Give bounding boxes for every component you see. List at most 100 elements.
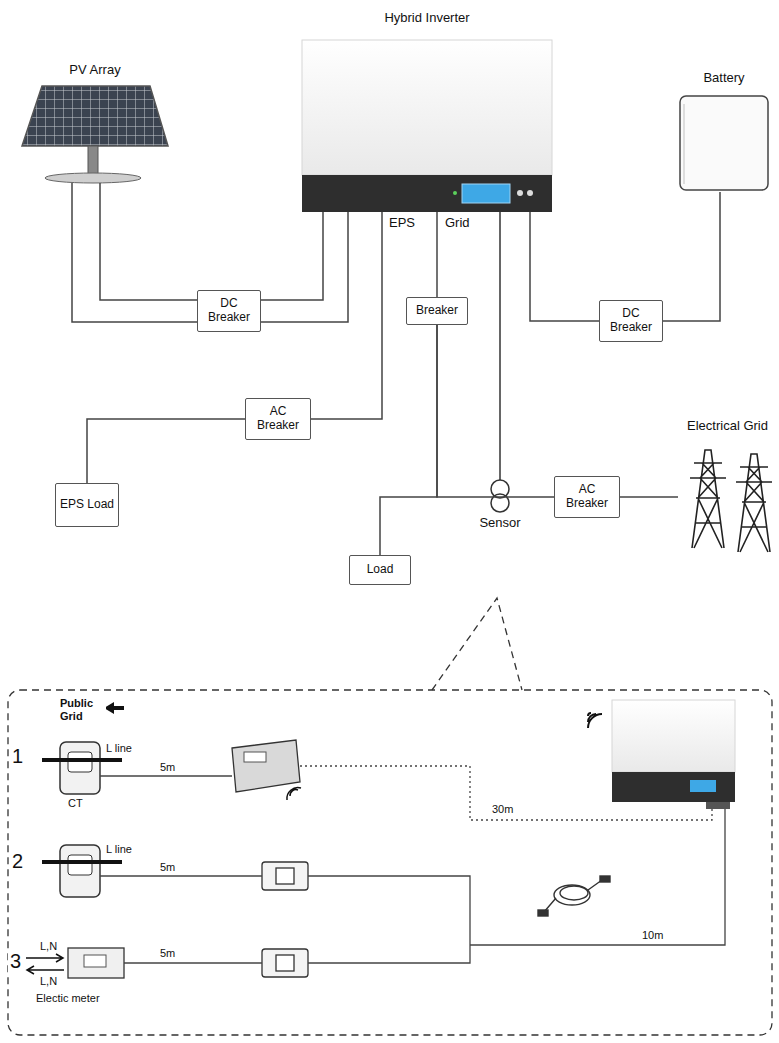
pv-panel (45, 173, 141, 183)
inset-inverter (706, 802, 730, 809)
meter-wire (124, 962, 262, 963)
zoom-bracket (8, 598, 772, 1035)
battery-pack (680, 96, 768, 190)
wire-label: L line (104, 742, 134, 755)
pylon-symbol (690, 450, 772, 552)
cable-length: 5m (158, 861, 177, 874)
pv-wire (260, 212, 348, 322)
wire-connector (663, 192, 720, 321)
callout-number: 1 (10, 745, 25, 768)
current-sensor (491, 480, 509, 498)
wire-connector (87, 419, 245, 483)
wire-connector (261, 212, 323, 300)
energy-meter (26, 954, 64, 974)
ct-clamp (42, 742, 122, 897)
ct-clamp (60, 845, 100, 897)
node-text: AC Breaker (558, 483, 616, 511)
cable-coil (600, 876, 610, 882)
wire-connector (620, 496, 678, 498)
device-label: CT (66, 797, 85, 810)
wireless-meter (232, 740, 301, 800)
pv-panel (22, 86, 168, 146)
cable-coil (538, 910, 548, 916)
wire-connector (380, 325, 437, 555)
zoom-bracket (8, 690, 772, 1035)
cable-length: 10m (640, 929, 665, 942)
inset-inverter (612, 700, 735, 772)
current-sensor (491, 212, 509, 512)
rj45-coupler (276, 955, 294, 971)
cable-coil (544, 880, 602, 912)
grid-arrow (104, 702, 124, 714)
callout-number: 3 (8, 950, 23, 973)
inverter-housing (302, 40, 552, 175)
node-text: Load (367, 563, 394, 577)
breaker: Breaker (406, 297, 468, 325)
pv-panel (88, 146, 98, 176)
node-text: Hybrid Inverter (384, 10, 469, 26)
ac-breaker: AC Breaker (554, 476, 620, 518)
inset-inverter (690, 780, 716, 792)
battery: Battery (670, 70, 778, 192)
callout-number: 2 (10, 850, 25, 873)
cable-length: 30m (490, 803, 515, 816)
device-label: Electic meter (34, 992, 102, 1005)
rj45-coupler (262, 862, 308, 890)
pv-array: PV Array (15, 62, 175, 183)
node-text: PV Array (69, 62, 120, 78)
pv-panel (22, 86, 168, 183)
cable-coil (538, 876, 610, 916)
ct-clamp (68, 855, 92, 875)
wire-connector (100, 183, 197, 300)
grid-label: Public Grid (58, 697, 106, 722)
current-sensor (499, 212, 501, 480)
grid-arrow (104, 702, 124, 714)
inverter-housing (453, 191, 457, 195)
electrical-grid: Electrical Grid (678, 418, 777, 548)
hybrid-inverter: Hybrid Inverter (302, 10, 552, 212)
rj45-coupler (276, 868, 294, 884)
node-text: EPS Load (60, 498, 114, 512)
rj45-coupler (262, 949, 308, 977)
dc-breaker: DC Breaker (197, 290, 261, 332)
cable-length: 5m (158, 947, 177, 960)
node-text: Battery (703, 70, 744, 86)
cable-coil (560, 886, 588, 900)
zoom-bracket (432, 598, 522, 690)
ct-clamp (60, 742, 100, 794)
meter-wire (100, 775, 232, 776)
energy-meter (68, 948, 124, 978)
sensor-label: Sensor (477, 516, 522, 531)
wire-connector (436, 212, 438, 297)
inverter-housing (302, 175, 552, 212)
cable-length: 5m (158, 761, 177, 774)
rj45-coupler (262, 862, 308, 977)
inset-inverter (588, 713, 602, 728)
inverter-housing (462, 184, 510, 203)
inset-inverter (588, 700, 735, 809)
ac-breaker: AC Breaker (245, 398, 311, 440)
inverter-housing (517, 190, 523, 196)
wire-connector (530, 212, 599, 321)
cable-coil (554, 885, 590, 905)
battery-pack (683, 104, 685, 184)
meter-wire (470, 808, 725, 945)
node-text: AC Breaker (249, 405, 307, 433)
load-box: Load (349, 555, 411, 585)
port-label: EPS (387, 216, 417, 231)
wire-connector (437, 325, 554, 497)
pv-wire (72, 183, 198, 322)
node-text: Electrical Grid (687, 418, 768, 434)
meter-wire (308, 876, 470, 963)
load-box: EPS Load (55, 483, 119, 527)
pylon-symbol (736, 454, 772, 552)
wire-label: L,N (38, 940, 59, 953)
battery-pack (680, 96, 768, 190)
ct-clamp (42, 758, 122, 762)
node-text: DC Breaker (603, 307, 659, 335)
inverter-housing (302, 40, 552, 212)
wireless-meter (232, 740, 300, 792)
meter-wire (100, 875, 262, 876)
